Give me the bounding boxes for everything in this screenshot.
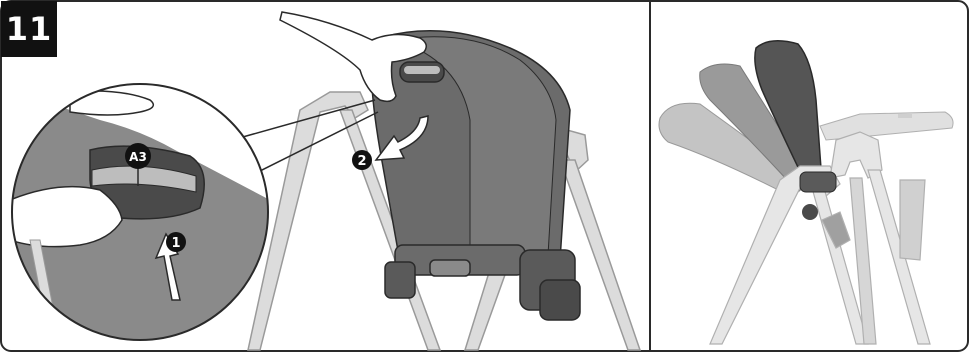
action-1-label: 1 (171, 236, 180, 251)
part-label-a3: A3 (129, 150, 147, 164)
action-2-label: 2 (357, 154, 366, 169)
step-number-badge: 11 (1, 1, 57, 57)
